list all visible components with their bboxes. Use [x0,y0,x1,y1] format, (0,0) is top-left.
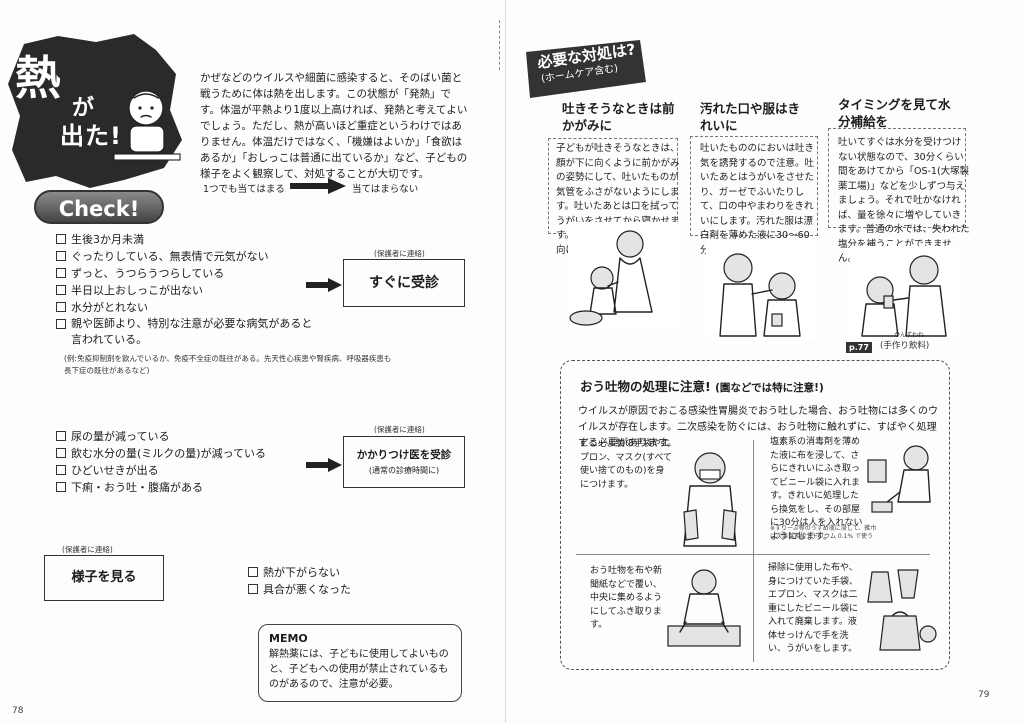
checkbox-icon[interactable] [56,319,66,329]
guardian-label: (保護者に連絡) [374,425,425,434]
urgent-checklist: 生後3か月未満 ぐったりしている、無表情で元気がない ずっと、うつらうつらしてい… [56,231,316,349]
column-frame [690,136,818,236]
vomit-step-disinfect-note: ※すりーぷ等のうすめ液に浸して、雑巾は次亜塩素酸ナトリウム 0.1% で使う [770,525,877,540]
checkbox-icon[interactable] [56,482,66,492]
checklist-item[interactable]: 熱が下がらない [248,564,448,581]
intro-paragraph: かぜなどのウイルスや細菌に感染すると、そのばい菌と戦うために体は熱を出します。こ… [200,72,468,180]
disposal-bag-icon [867,569,937,651]
memo-text: 解熱薬には、子どもに使用してよいものと、子どもへの使用が禁止されているものがある… [269,649,449,690]
checkbox-icon[interactable] [248,584,258,594]
wiping-mouth-illustration-icon [706,240,816,340]
memo-title: MEMO [269,632,308,645]
checklist-item[interactable]: ずっと、うつらうつらしている [56,265,316,282]
checklist-item[interactable]: 生後3か月未満 [56,231,316,248]
checkbox-icon[interactable] [56,251,66,261]
column-frame [828,128,966,228]
action-family-doctor: かかりつけ医を受診 (通常の診療時間に) [343,436,465,488]
vomit-panel-title: おう吐物の処理に注意! (園などでは特に注意!) [580,379,824,394]
banner-shape [526,40,646,98]
checklist-item[interactable]: ひどいせきが出る [56,462,316,479]
checklist-item[interactable]: 具合が悪くなった [248,581,448,598]
memo-box: MEMO 解熱薬には、子どもに使用してよいものと、子どもへの使用が禁止されている… [258,624,462,702]
page-number-right: 79 [978,690,990,700]
checklist-item[interactable]: 尿の量が減っている [56,428,316,445]
legend-not-applies: 当てはまらない [352,184,419,195]
wiping-floor-icon [867,445,931,513]
column-text-hydration: 吐いてすぐは水分を受けつけない状態なので、30分くらい間をあけてから「OS-1(… [838,137,970,264]
checklist-item[interactable]: 半日以上おしっこが出ない [56,282,316,299]
spine-mark [499,20,500,70]
checklist-item[interactable]: 飲む水分の量(ミルクの量)が減っている [56,445,316,462]
check-badge: Check! [34,190,164,224]
checkbox-icon[interactable] [56,268,66,278]
checklist-item[interactable]: 親や医師より、特別な注意が必要な病気があると言われている。 [56,316,316,349]
checkbox-icon[interactable] [56,448,66,458]
checkbox-icon[interactable] [56,431,66,441]
reference-text: (手作り飲料) [880,341,930,351]
checklist-item[interactable]: ぐったりしている、無表情で元気がない [56,248,316,265]
title-splash-shape [8,34,182,188]
arrow-right-icon [290,178,346,194]
vomit-step-disinfect: 塩素系の消毒剤を薄めた液に布を浸して、さらにきれいにふき取ってビニール袋に入れま… [770,437,863,542]
column-heading-hydration: タイミングを見て水分補給を [838,97,951,129]
urgent-note: (例:免疫抑制剤を飲んでいるか、免疫不全症の既往がある。先天性心疾患や腎疾病、呼… [64,354,392,375]
guardian-label: (保護者に連絡) [62,545,113,554]
legend-applies: 1つでも当てはまる [203,184,285,195]
vomit-handling-panel [560,360,950,670]
vomit-step-gear: ビニール製の手袋やエプロン、マスク(すべて使い捨てのもの)を身につけます。 [580,439,672,490]
arrow-right-icon [306,278,342,292]
vomit-step-dispose: 掃除に使用した布や、身につけていた手袋、エプロン、マスクは二重にしたビニール袋に… [768,563,859,654]
title-fever-kanji: 熱 [15,51,61,105]
column-heading-clean-mouth: 汚れた口や服はきれいに [700,101,801,133]
checkbox-icon[interactable] [56,285,66,295]
action-family-doctor-main: かかりつけ医を受診 [356,449,452,461]
vomit-step-cover: おう吐物を布や新聞紙などで覆い、中央に集めるようにしてふき取ります。 [590,566,663,630]
covering-vomit-icon [667,569,741,647]
title-particle: が [72,96,95,121]
reference-ruby: かんずわね [894,332,925,339]
clinic-checklist: 尿の量が減っている 飲む水分の量(ミルクの量)が減っている ひどいせきが出る 下… [56,428,316,496]
checklist-item[interactable]: 水分がとれない [56,299,316,316]
checklist-item[interactable]: 下痢・おう吐・腹痛がある [56,479,316,496]
page-reference-badge[interactable]: p.77 [846,342,872,353]
caregiver-with-child-illustration-icon [568,222,678,330]
masked-person-gloves-icon [683,452,737,547]
vomit-panel-intro: ウイルスが原因でおこる感染性胃腸炎でおう吐した場合、おう吐物には多くのウイルスが… [578,406,938,449]
column-heading-lean-forward: 吐きそうなときは前かがみに [562,101,675,133]
arrow-right-icon [306,458,342,472]
action-see-doctor-now: すぐに受診 [343,259,465,307]
guardian-label: (保護者に連絡) [374,249,425,258]
giving-drink-illustration-icon [850,246,960,338]
title-came-out: 出た! [60,122,122,150]
right-page [505,0,1024,723]
action-family-doctor-sub: (通常の診療時間に) [368,466,440,475]
checkbox-icon[interactable] [56,234,66,244]
action-watch: 様子を見る [44,555,164,601]
checkbox-icon[interactable] [56,302,66,312]
panel-divider [753,440,754,662]
page-number-left: 78 [12,706,24,716]
watch-checklist: 熱が下がらない 具合が悪くなった [248,564,448,598]
checkbox-icon[interactable] [248,567,258,577]
checkbox-icon[interactable] [56,465,66,475]
